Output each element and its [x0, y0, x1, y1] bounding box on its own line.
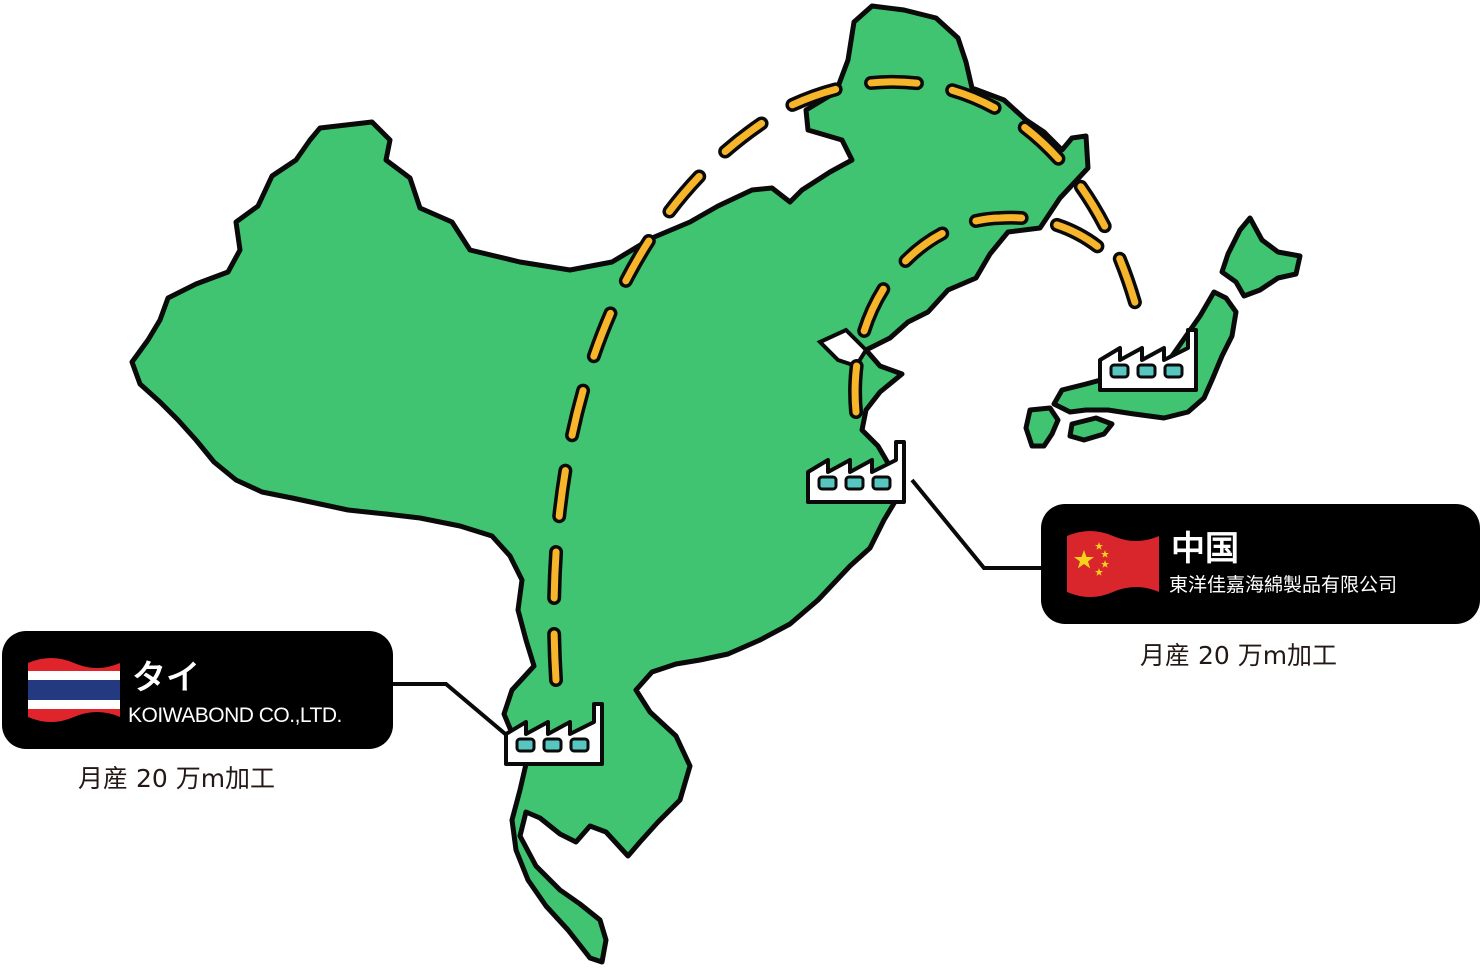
- china-country-label: 中国: [1171, 529, 1239, 569]
- shipping-routes: [547, 74, 1143, 687]
- mainland-asia-landmass: [129, 3, 1091, 965]
- factory-icon: [1098, 328, 1198, 392]
- japan-honshu: [1051, 289, 1239, 421]
- thailand-capacity: 月産 20 万m加工: [78, 764, 276, 793]
- factory-icon: [504, 702, 604, 766]
- thailand-company-name: KOIWABOND CO.,LTD.: [128, 704, 342, 727]
- bohai-bay: [816, 327, 869, 369]
- china-flag-icon: [1067, 531, 1159, 597]
- china-leader-line: [910, 478, 1041, 570]
- thailand-flag-icon: [28, 658, 120, 722]
- factory-icon: [806, 440, 906, 504]
- thailand-label-box: タイ KOIWABOND CO.,LTD.: [2, 631, 393, 749]
- japan-shikoku: [1067, 415, 1115, 443]
- japan-kyushu: [1023, 405, 1061, 449]
- japan-hokkaido: [1219, 215, 1303, 299]
- china-company-name: 東洋佳嘉海綿製品有限公司: [1169, 574, 1398, 596]
- china-label-box: 中国 東洋佳嘉海綿製品有限公司: [1041, 504, 1480, 624]
- thailand-country-label: タイ: [132, 658, 200, 698]
- route-china-japan: [851, 214, 1122, 416]
- thailand-leader-line: [393, 682, 512, 740]
- route-thailand-japan: [550, 78, 1140, 684]
- china-capacity: 月産 20 万m加工: [1140, 641, 1338, 670]
